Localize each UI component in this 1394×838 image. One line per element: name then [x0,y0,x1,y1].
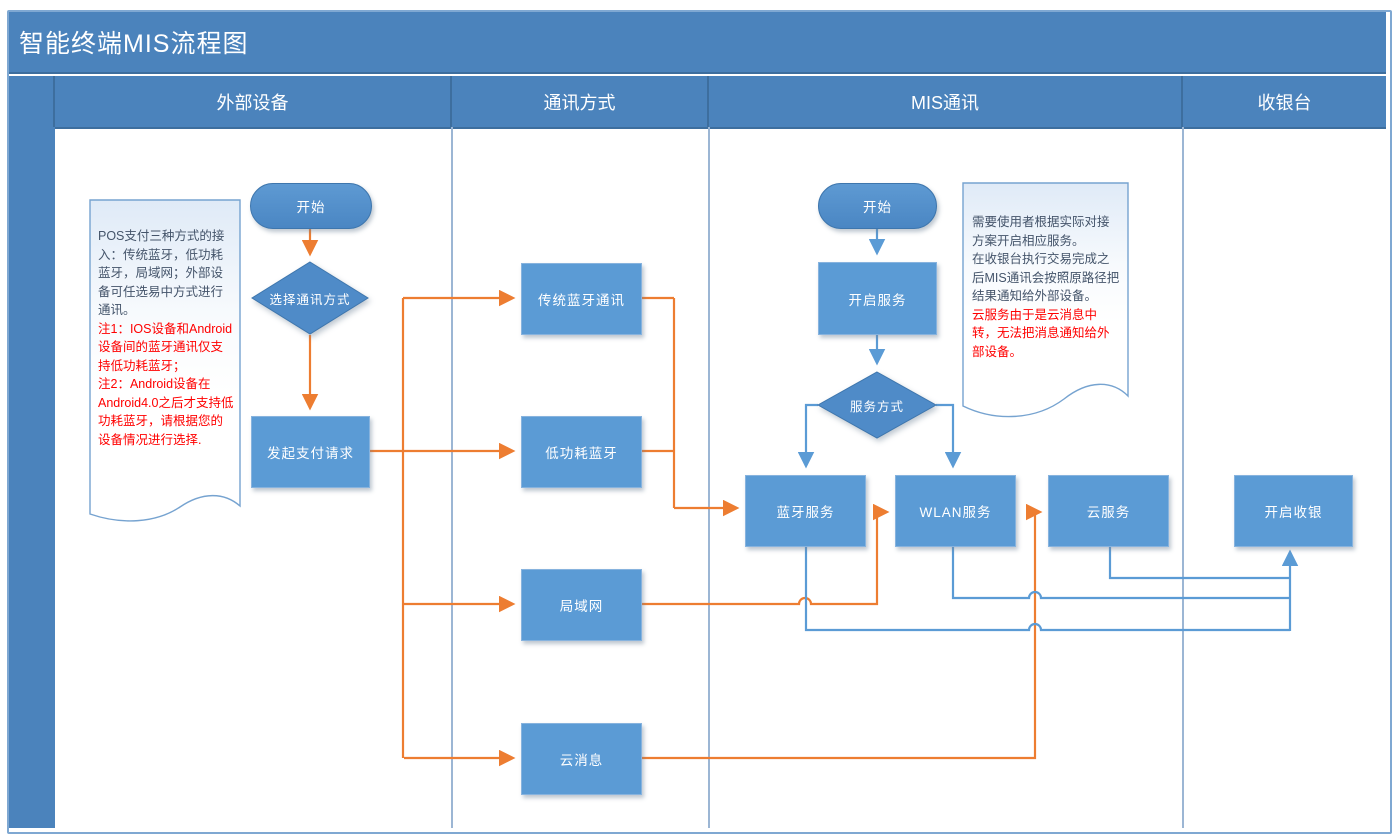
lane-header-spacer [9,76,55,127]
node-mis-start[interactable]: 开始 [818,183,937,229]
decision-service-mode-label: 服务方式 [818,372,936,438]
arrow-mode-to-wlan-service [936,403,962,469]
node-open-cashier[interactable]: 开启收银 [1234,475,1353,547]
node-lan[interactable]: 局域网 [521,569,642,641]
arrow-mode-to-bt-service [797,403,818,469]
lane-header-cashier: 收银台 [1183,76,1386,127]
connector-wlan-service-return [951,545,1290,600]
lane-header-label: 外部设备 [216,92,289,113]
decision-service-mode[interactable] [816,371,938,439]
node-label: 低功耗蓝牙 [545,446,618,461]
node-classic-bt[interactable]: 传统蓝牙通讯 [521,263,642,335]
note-paragraph: 需要使用者根据实际对接方案开启相应服务。 [972,215,1110,248]
node-wlan-service[interactable]: WLAN服务 [895,475,1016,547]
node-open-service[interactable]: 开启服务 [818,262,937,335]
node-cloud-service[interactable]: 云服务 [1048,475,1169,547]
note-shape-external[interactable] [89,199,241,522]
node-cloud-msg[interactable]: 云消息 [521,723,642,795]
lane-header-mis-comm: MIS通讯 [709,76,1183,127]
node-ext-start[interactable]: 开始 [250,183,372,229]
node-label: 开启收银 [1264,505,1323,520]
note-mis-text: 需要使用者根据实际对接方案开启相应服务。 在收银台执行交易完成之后MIS通讯会按… [972,213,1120,361]
page-title: 智能终端MIS流程图 [19,30,249,58]
node-initiate-payment[interactable]: 发起支付请求 [251,416,370,488]
lane-header-label: 收银台 [1257,92,1312,113]
decision-choose-comm-label: 选择通讯方式 [252,262,368,334]
node-label: 云消息 [559,753,604,768]
decision-choose-comm[interactable] [251,261,369,335]
lane-header-label: MIS通讯 [910,92,979,113]
node-label: 局域网 [559,599,604,614]
note-paragraph: POS支付三种方式的接入：传统蓝牙，低功耗蓝牙，局域网；外部设备可任选易中方式进… [98,229,225,317]
note-paragraph-warning: 云服务由于是云消息中转，无法把消息通知给外部设备。 [972,307,1110,359]
node-bt-service[interactable]: 蓝牙服务 [745,475,866,547]
connector-cloud-route [640,512,1037,760]
lane-header-comm-methods: 通讯方式 [452,76,709,127]
node-label: 发起支付请求 [267,446,354,461]
lane-header-band: 外部设备 通讯方式 MIS通讯 收银台 [9,76,1386,129]
node-label: 开启服务 [848,292,907,308]
note-paragraph-warning: 注1：IOS设备和Android设备间的蓝牙通讯仅支持低功耗蓝牙； [98,321,233,373]
connector-bt-merge [640,296,676,508]
node-label: 云服务 [1086,505,1131,520]
lane-divider-2 [708,127,710,828]
diagram-title-bar: 智能终端MIS流程图 [9,12,1386,74]
node-label: 传统蓝牙通讯 [538,293,625,308]
note-shape-mis[interactable] [962,182,1129,418]
connector-cloud-service-return [1108,545,1290,580]
lane-header-external-devices: 外部设备 [55,76,452,127]
note-external-text: POS支付三种方式的接入：传统蓝牙，低功耗蓝牙，局域网；外部设备可任选易中方式进… [98,227,234,449]
lane-divider-1 [451,127,453,828]
node-label: 服务方式 [849,399,904,414]
node-label: 开始 [863,200,892,215]
connector-payment-branch-trunk [368,298,405,758]
note-paragraph-warning: 注2：Android设备在Android4.0之后才支持低功耗蓝牙，请根据您的设… [98,377,234,447]
node-label: WLAN服务 [919,505,992,520]
connector-bt-service-return [804,545,1290,632]
node-label: 蓝牙服务 [776,505,835,520]
node-label: 选择通讯方式 [269,292,351,307]
node-label: 开始 [296,200,326,215]
lane-title-strip [9,127,55,828]
lane-header-label: 通讯方式 [543,92,616,113]
note-paragraph: 在收银台执行交易完成之后MIS通讯会按照原路径把结果通知给外部设备。 [972,252,1120,303]
node-ble[interactable]: 低功耗蓝牙 [521,416,642,488]
lane-divider-3 [1182,127,1184,828]
